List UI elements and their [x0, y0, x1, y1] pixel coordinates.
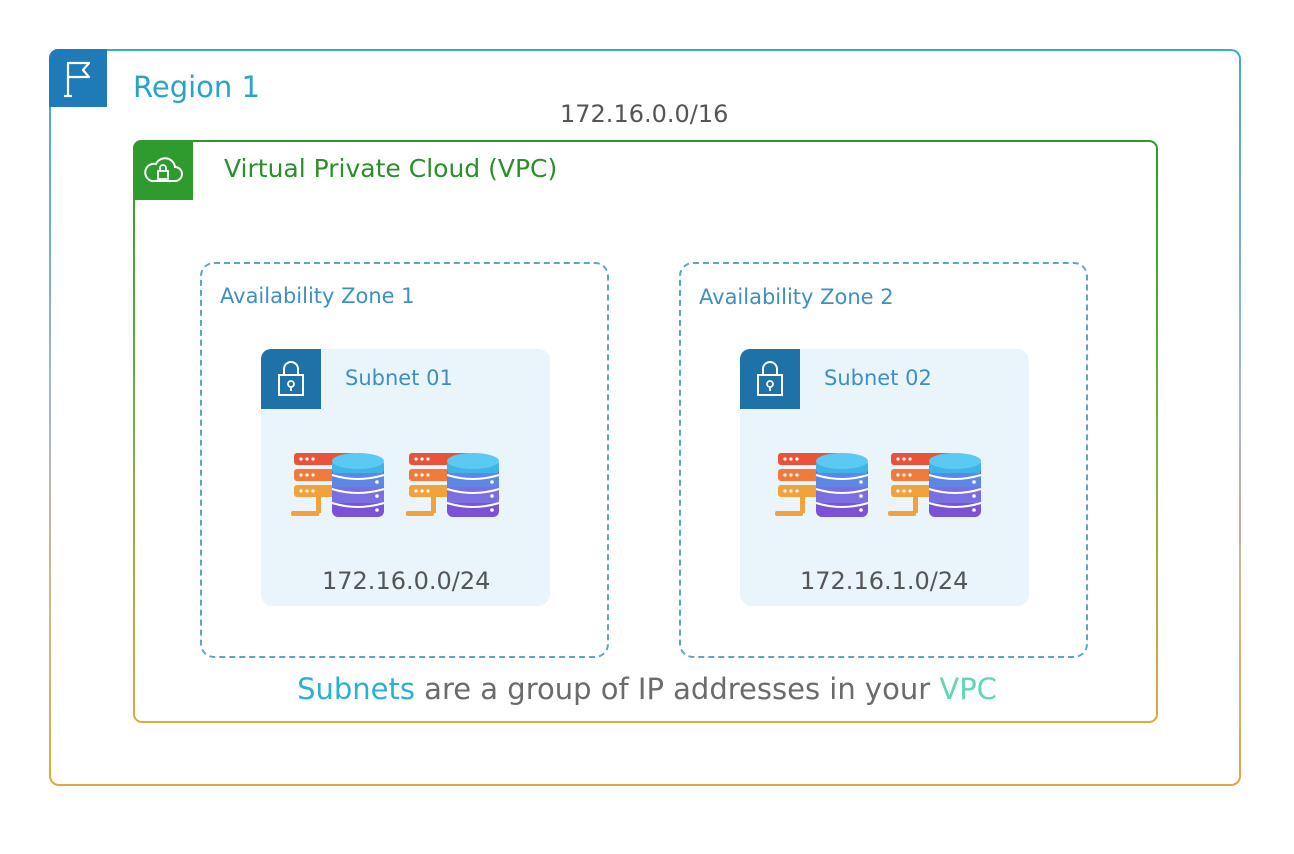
- subnet-02-cidr: 172.16.1.0/24: [800, 567, 969, 595]
- flag-icon: [49, 49, 107, 107]
- cloud-lock-icon: [133, 140, 193, 200]
- vpc-title: Virtual Private Cloud (VPC): [224, 154, 558, 183]
- availability-zone-1-title: Availability Zone 1: [220, 284, 415, 308]
- region-cidr: 172.16.0.0/16: [560, 100, 729, 128]
- caption-middle: are a group of IP addresses in your: [414, 672, 940, 706]
- server-database-icon: [887, 452, 982, 518]
- lock-icon: [740, 349, 800, 409]
- subnet-01-cidr: 172.16.0.0/24: [322, 567, 491, 595]
- region-title: Region 1: [133, 70, 260, 104]
- subnet-01-title: Subnet 01: [345, 366, 453, 390]
- subnet-02-title: Subnet 02: [824, 366, 932, 390]
- availability-zone-2-title: Availability Zone 2: [699, 285, 894, 309]
- availability-zone-2: [679, 262, 1088, 658]
- caption-subnets: Subnets: [297, 672, 415, 706]
- server-database-icon: [774, 452, 869, 518]
- server-database-icon: [405, 452, 500, 518]
- server-database-icon: [290, 452, 385, 518]
- caption: Subnets are a group of IP addresses in y…: [0, 672, 1294, 706]
- caption-vpc: VPC: [939, 672, 997, 706]
- availability-zone-1: [200, 262, 609, 658]
- lock-icon: [261, 349, 321, 409]
